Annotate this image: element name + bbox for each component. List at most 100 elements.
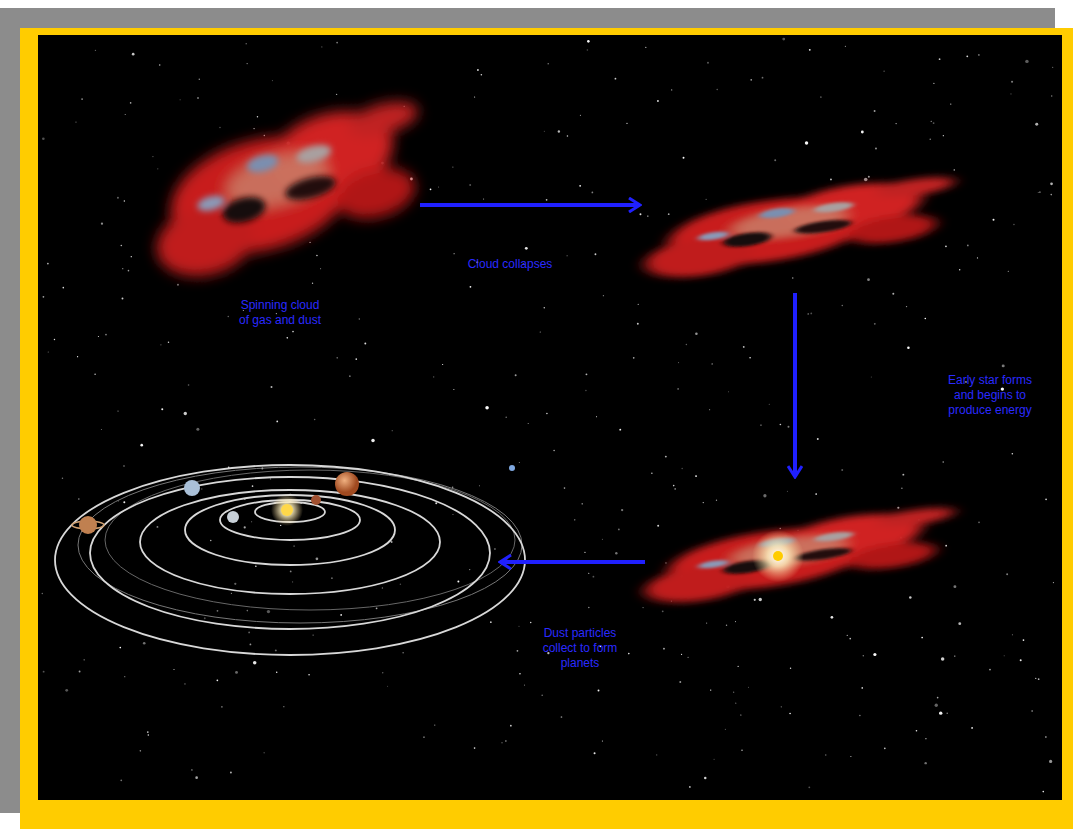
star [782, 38, 785, 41]
star [743, 346, 745, 348]
gas-cloud [134, 90, 446, 287]
star [868, 176, 870, 178]
star [807, 313, 809, 315]
star [695, 475, 697, 477]
star [602, 539, 603, 540]
star [564, 487, 566, 489]
collapsing-cloud [638, 171, 962, 284]
star [943, 461, 944, 462]
stage-illustration [645, 165, 935, 290]
star [1031, 710, 1032, 711]
star [1050, 194, 1052, 196]
process-arrow [500, 560, 645, 564]
star [457, 580, 459, 582]
star [309, 242, 310, 243]
yellow-frame [20, 28, 1073, 829]
star [434, 724, 435, 725]
star [774, 159, 776, 161]
star [528, 423, 529, 424]
star [101, 223, 103, 225]
star [217, 610, 219, 612]
star [452, 486, 453, 487]
star [117, 197, 119, 199]
star [101, 429, 102, 430]
star [809, 49, 811, 51]
star [320, 268, 321, 269]
star [140, 444, 143, 447]
star [805, 141, 808, 144]
orbit [185, 495, 395, 565]
stage-illustration [50, 445, 498, 670]
star [875, 147, 877, 149]
star [686, 344, 687, 345]
star [364, 343, 366, 345]
star [314, 419, 316, 421]
star [316, 557, 319, 560]
star [728, 391, 729, 392]
star [673, 485, 675, 487]
star [255, 565, 257, 567]
star [637, 323, 639, 325]
star [517, 650, 519, 652]
star [340, 614, 342, 616]
star [336, 94, 337, 95]
star [157, 526, 159, 528]
star [546, 413, 548, 415]
star [257, 116, 258, 117]
protostar-cloud [639, 502, 963, 609]
star [993, 219, 995, 221]
star [312, 283, 313, 284]
star [810, 313, 812, 315]
star [481, 74, 483, 76]
star [1035, 123, 1038, 126]
star [221, 706, 223, 708]
star [1012, 453, 1014, 455]
star [971, 727, 973, 729]
star [387, 686, 388, 687]
star [712, 363, 713, 364]
arrow-label: Early star forms and begins to produce e… [940, 373, 1040, 418]
star [735, 703, 736, 704]
star [1050, 182, 1053, 185]
star [638, 304, 639, 305]
star [933, 122, 935, 124]
star [921, 637, 923, 639]
star [1020, 659, 1022, 661]
star [270, 478, 271, 479]
star [275, 649, 277, 651]
star [902, 474, 904, 476]
star [873, 653, 876, 656]
planet [509, 465, 515, 471]
star [382, 587, 383, 588]
star [199, 78, 200, 79]
star [553, 450, 554, 451]
star [184, 683, 185, 684]
star [726, 624, 727, 625]
star [191, 769, 192, 770]
arrow-label-box: Dust particles collect to form planets [538, 626, 622, 671]
star [125, 114, 126, 115]
star [252, 485, 254, 487]
star [195, 776, 198, 779]
star [337, 357, 338, 358]
star [197, 97, 199, 99]
star [124, 676, 125, 677]
star [1010, 93, 1011, 94]
star [177, 284, 179, 286]
star [668, 213, 670, 215]
star [678, 388, 679, 389]
star [505, 740, 506, 741]
star [585, 390, 587, 392]
star [892, 293, 894, 295]
star-field [42, 38, 1054, 793]
star [147, 731, 149, 733]
star [470, 286, 472, 288]
star [423, 736, 425, 738]
star [204, 617, 206, 619]
star [349, 375, 351, 377]
star [931, 121, 932, 122]
star [477, 69, 479, 71]
star [845, 46, 846, 47]
star [280, 525, 281, 526]
star [954, 655, 955, 656]
